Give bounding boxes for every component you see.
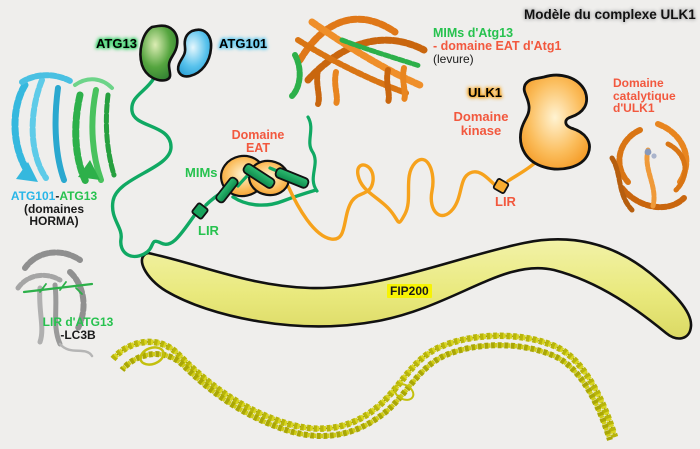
- lir-orange-label: LIR: [495, 194, 516, 209]
- horma-structure: [11, 72, 117, 186]
- horma-dash-text: -: [55, 189, 60, 203]
- domaine-kinase-line1: Domaine: [453, 109, 509, 124]
- horma-caption-line3: HORMA): [29, 214, 79, 229]
- atg13-label: ATG13: [96, 36, 137, 51]
- horma-caption-line2: (domaines: [23, 201, 84, 216]
- mim-eat-caption-line3: (levure): [433, 52, 474, 67]
- catalytic-caption-line3: d'ULK1: [613, 101, 655, 116]
- mim-eat-caption: MIMs d'Atg13 - domaine EAT d'Atg1 (levur…: [433, 26, 562, 67]
- atg101-blob: [176, 28, 213, 78]
- fip200-label-text: FIP200: [387, 284, 432, 298]
- atg101-label: ATG101: [219, 36, 268, 51]
- mims-label: MIMs: [185, 165, 218, 180]
- domaine-eat-label: Domaine EAT: [230, 128, 286, 156]
- mim-eat-caption-line2: - domaine EAT d'Atg1: [433, 39, 562, 54]
- fip200-label: FIP200: [387, 284, 432, 298]
- lc3b-caption: LIR d'ATG13 -LC3B: [33, 316, 123, 341]
- fip200-coiled-coil-structure: [110, 332, 619, 441]
- ulk1-kinase-blob: [519, 73, 591, 171]
- ulk1-label: ULK1: [468, 85, 502, 100]
- horma-caption: ATG101-ATG13 (domaines HORMA): [2, 190, 106, 228]
- diagram-title: Modèle du complexe ULK1: [524, 7, 696, 22]
- atg13-blob: [139, 24, 179, 82]
- domaine-eat-line1: Domaine: [231, 128, 285, 142]
- lc3b-structure: [15, 249, 94, 358]
- lc3b-caption-line1: LIR d'ATG13: [42, 315, 114, 329]
- catalytic-caption-line2: catalytique: [613, 88, 676, 103]
- horma-caption-line1: ATG101-ATG13: [2, 190, 106, 203]
- mim-helices: [215, 163, 310, 204]
- domaine-kinase-label: Domaine kinase: [450, 110, 512, 137]
- mim-eat-caption-line1: MIMs d'Atg13: [433, 26, 514, 40]
- horma-atg13-text: ATG13: [59, 189, 98, 203]
- ulk1-catalytic-structure: [609, 121, 690, 213]
- catalytic-caption: Domaine catalytique d'ULK1: [613, 77, 676, 115]
- catalytic-caption-line1: Domaine: [613, 76, 664, 90]
- domaine-eat-line2: EAT: [245, 141, 271, 156]
- domaine-kinase-line2: kinase: [460, 122, 502, 138]
- lir-motif-ulk1: [492, 178, 510, 194]
- mim-eat-structure: [289, 15, 428, 107]
- horma-atg101-text: ATG101: [10, 189, 56, 203]
- lir-motif-atg13: [191, 202, 209, 220]
- lir-green-label: LIR: [198, 223, 219, 238]
- lc3b-caption-line2: -LC3B: [60, 327, 96, 342]
